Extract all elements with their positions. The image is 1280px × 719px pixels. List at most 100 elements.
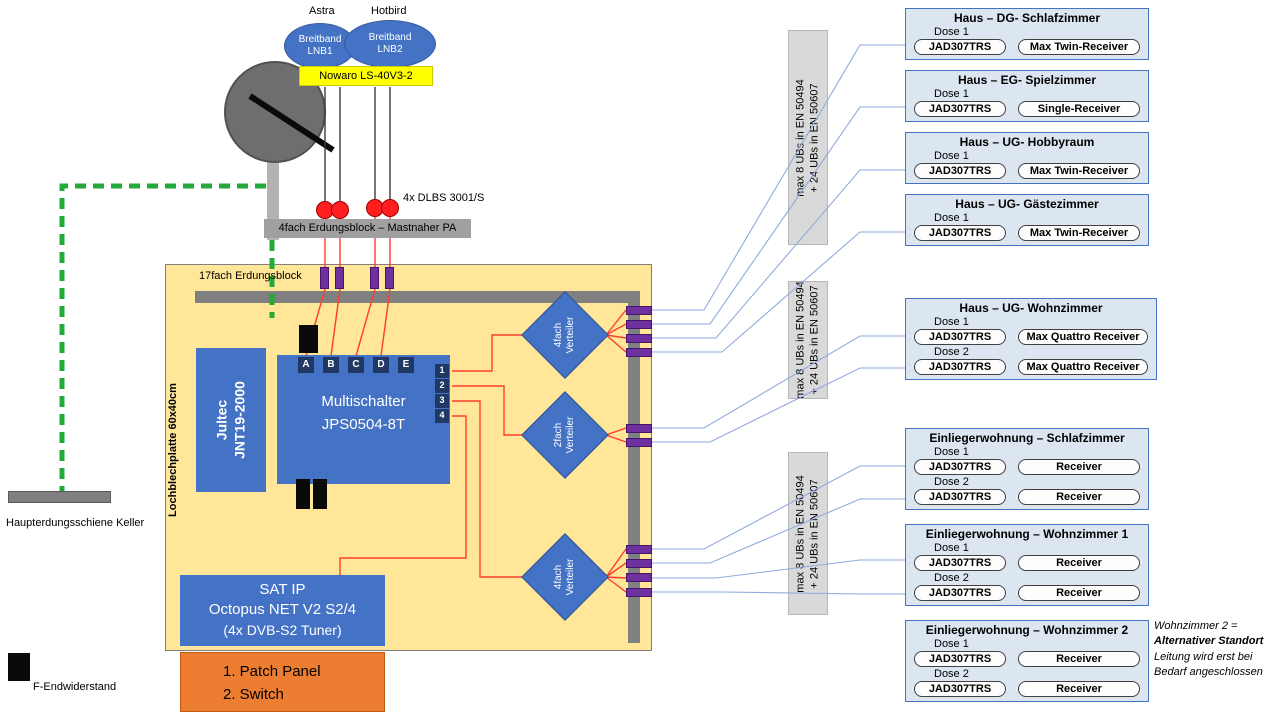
- note-line2: Alternativer Standort: [1154, 635, 1264, 648]
- dose-label: Dose 1: [934, 212, 969, 224]
- output-port-4: 4: [435, 409, 449, 423]
- room-ug-hobbyraum: Haus – UG- Hobbyraum Dose 1 JAD307TRS Ma…: [905, 132, 1149, 184]
- input-port-b: B: [323, 357, 339, 373]
- note-line3: Leitung wird erst bei: [1154, 650, 1253, 663]
- f-terminator: [8, 653, 30, 681]
- switch-label: 2. Switch: [223, 686, 284, 704]
- satip-title: SAT IP: [259, 581, 306, 598]
- receiver-chip: Receiver: [1018, 681, 1140, 697]
- dose-label: Dose 1: [934, 26, 969, 38]
- room-elw-wohnzimmer-2: Einliegerwohnung – Wohnzimmer 2 Dose 1 J…: [905, 620, 1149, 702]
- room-title: Haus – DG- Schlafzimmer: [953, 11, 1101, 25]
- room-title: Einliegerwohnung – Wohnzimmer 1: [925, 527, 1129, 541]
- lnb2-sublabel: LNB2: [377, 44, 403, 55]
- ground-terminal: [370, 267, 379, 289]
- input-port-a: A: [298, 357, 314, 373]
- satellite-label-astra: Astra: [309, 5, 335, 17]
- panel-label: Lochblechplatte 60x40cm: [166, 355, 182, 545]
- coax-connector: [626, 306, 652, 315]
- splitter-sublabel: Verteiler: [565, 316, 576, 354]
- receiver-chip: Max Twin-Receiver: [1018, 39, 1140, 55]
- input-port-d: D: [373, 357, 389, 373]
- multiswitch-label: Multischalter: [321, 393, 406, 410]
- output4-cable: [339, 415, 467, 575]
- coax-connector: [626, 573, 652, 582]
- dose-label: Dose 1: [934, 88, 969, 100]
- surge-protectors: [316, 199, 399, 219]
- room-elw-wohnzimmer-1: Einliegerwohnung – Wohnzimmer 1 Dose 1 J…: [905, 524, 1149, 606]
- coax-connector: [626, 348, 652, 357]
- coax-connector: [626, 545, 652, 554]
- note-line4: Bedarf angeschlossen: [1154, 666, 1263, 679]
- patch-panel-switch: 1. Patch Panel 2. Switch: [180, 652, 385, 712]
- receiver-chip: Max Twin-Receiver: [1018, 163, 1140, 179]
- output-port-1: 1: [435, 364, 449, 378]
- panel-label-text: Lochblechplatte 60x40cm: [167, 383, 180, 517]
- coax-connector: [626, 424, 652, 433]
- room-title: Haus – UG- Hobbyraum: [959, 135, 1095, 149]
- receiver-chip: Max Twin-Receiver: [1018, 225, 1140, 241]
- outlet-chip: JAD307TRS: [914, 101, 1006, 117]
- coax-connector: [626, 320, 652, 329]
- ground-terminal: [320, 267, 329, 289]
- outlet-chip: JAD307TRS: [914, 489, 1006, 505]
- receiver-chip: Receiver: [1018, 555, 1140, 571]
- cable-duct-right: [628, 291, 640, 643]
- splitter-label: 2fach: [553, 422, 564, 448]
- outlet-chip: JAD307TRS: [914, 329, 1006, 345]
- room-title: Einliegerwohnung – Schlafzimmer: [929, 431, 1125, 445]
- input-port-c: C: [348, 357, 364, 373]
- mast-grounding-block: 4fach Erdungsblock – Mastnaher PA: [264, 219, 471, 238]
- receiver-chip: Max Quattro Receiver: [1018, 359, 1148, 375]
- coax-connector: [626, 559, 652, 568]
- output2-cable: [452, 385, 524, 436]
- ground-rail-label: Haupterdungsschiene Keller: [6, 517, 145, 529]
- cable-duct-top: [195, 291, 640, 303]
- room-title: Haus – UG- Gästezimmer: [955, 197, 1099, 211]
- splitter-label: 4fach: [553, 322, 564, 348]
- output3-cable: [452, 400, 524, 578]
- dose-label: Dose 2: [934, 668, 969, 680]
- satip-tuner: (4x DVB-S2 Tuner): [223, 621, 342, 638]
- ground-terminal: [385, 267, 394, 289]
- splitter-label: 4fach: [553, 564, 564, 590]
- output-port-2: 2: [435, 379, 449, 393]
- room-title: Haus – EG- Spielzimmer: [957, 73, 1097, 87]
- room-ug-wohnzimmer: Haus – UG- Wohnzimmer Dose 1 JAD307TRS M…: [905, 298, 1157, 380]
- ub-capacity-bar-1: max 8 UBs in EN 50494 + 24 UBs in EN 506…: [788, 30, 828, 245]
- room-elw-schlafzimmer: Einliegerwohnung – Schlafzimmer Dose 1 J…: [905, 428, 1149, 510]
- alternative-location-note: Wohnzimmer 2 = Alternativer Standort Lei…: [1154, 619, 1278, 681]
- lnb1-sublabel: LNB1: [307, 46, 333, 57]
- receiver-chip: Max Quattro Receiver: [1018, 329, 1148, 345]
- satip-model: Octopus NET V2 S2/4: [208, 601, 357, 619]
- dose-label: Dose 1: [934, 638, 969, 650]
- sat-ip-server: SAT IP Octopus NET V2 S2/4 (4x DVB-S2 Tu…: [180, 575, 385, 646]
- dose-label: Dose 2: [934, 572, 969, 584]
- satellite-label-hotbird: Hotbird: [371, 5, 407, 17]
- lnb2-label: Breitband: [368, 32, 412, 43]
- splitter-sublabel: Verteiler: [565, 416, 576, 454]
- receiver-chip: Single-Receiver: [1018, 101, 1140, 117]
- input-port-e: E: [398, 357, 414, 373]
- jultec-amplifier: Jultec JNT19-2000: [196, 348, 266, 492]
- output-port-3: 3: [435, 394, 449, 408]
- room-ug-gaestezimmer: Haus – UG- Gästezimmer Dose 1 JAD307TRS …: [905, 194, 1149, 246]
- outlet-chip: JAD307TRS: [914, 359, 1006, 375]
- splitter-sublabel: Verteiler: [565, 558, 576, 596]
- coax-to-rooms: [652, 44, 905, 595]
- receiver-chip: Receiver: [1018, 489, 1140, 505]
- outlet-chip: JAD307TRS: [914, 681, 1006, 697]
- note-line1: Wohnzimmer 2 =: [1154, 620, 1238, 632]
- dose-label: Dose 1: [934, 542, 969, 554]
- coax-connector: [626, 588, 652, 597]
- f-terminator-label: F-Endwiderstand: [33, 681, 117, 693]
- dose-label: Dose 2: [934, 346, 969, 358]
- grounding-wire: [59, 183, 275, 497]
- multiswitch: Multischalter JPS0504-8T: [277, 355, 450, 484]
- room-title: Einliegerwohnung – Wohnzimmer 2: [925, 623, 1129, 637]
- jultec-label: Jultec: [213, 399, 230, 441]
- main-ground-rail: [8, 491, 111, 503]
- ground-block-label: 17fach Erdungsblock: [199, 270, 302, 282]
